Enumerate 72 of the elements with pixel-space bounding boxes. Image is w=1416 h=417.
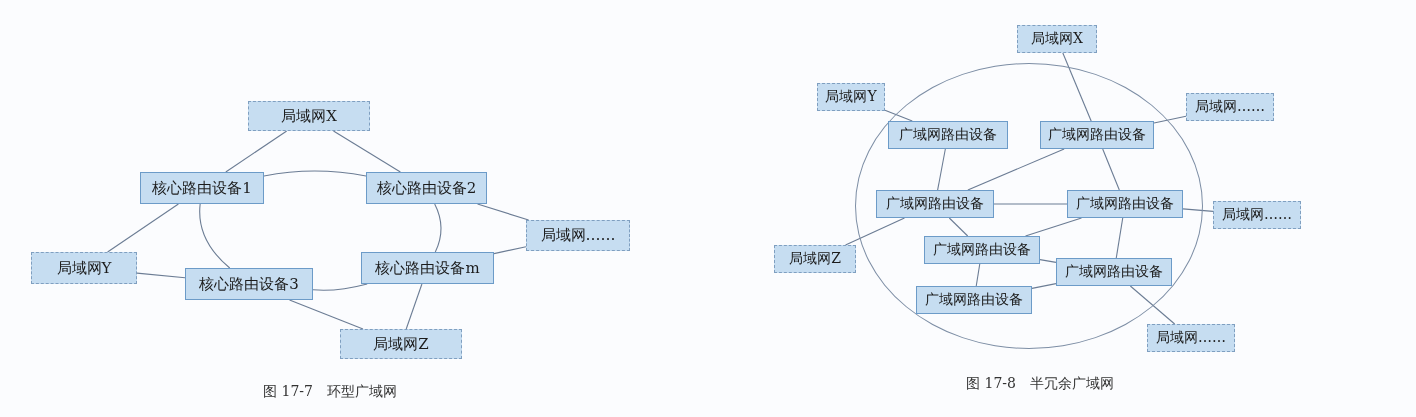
router-box — [1040, 121, 1154, 149]
node-label: 核心路由设备2 — [376, 179, 477, 197]
network-box — [774, 245, 856, 273]
node-label: 局域网…… — [1222, 207, 1292, 223]
node-label: 局域网…… — [540, 227, 616, 244]
connection-line — [493, 246, 527, 255]
connection-line — [405, 283, 423, 330]
node-label: 广域网路由设备 — [1076, 196, 1174, 212]
router-box — [888, 121, 1008, 149]
connection-line — [1024, 217, 1083, 237]
network-box — [817, 83, 885, 111]
connection-line — [199, 203, 231, 269]
connection-line — [312, 283, 368, 291]
connection-line — [1062, 52, 1092, 122]
connection-line — [1115, 217, 1124, 259]
connection-line — [948, 217, 969, 237]
router-box — [876, 190, 994, 218]
connection-line — [1153, 115, 1187, 124]
node-label: 核心路由设备m — [375, 259, 480, 277]
router-box — [185, 268, 313, 300]
connection-line — [937, 148, 946, 191]
network-box — [31, 252, 137, 284]
network-box — [1147, 324, 1235, 352]
node-label: 广域网路由设备 — [1048, 127, 1146, 143]
router-box — [924, 236, 1040, 264]
router-box — [1056, 258, 1172, 286]
router-box — [361, 252, 494, 284]
connection-line — [434, 203, 442, 253]
connection-line — [845, 217, 905, 246]
node-label: 局域网X — [281, 107, 337, 125]
connection-line — [263, 170, 367, 177]
connection-line — [967, 148, 1065, 191]
network-box — [248, 101, 370, 131]
connection-line — [107, 203, 179, 253]
node-label: 局域网Y — [825, 89, 877, 105]
connection-line — [225, 130, 288, 173]
node-label: 局域网Z — [789, 251, 841, 267]
node-label: 局域网…… — [1156, 330, 1226, 346]
connection-line — [136, 272, 186, 279]
node-label: 局域网X — [1031, 31, 1083, 47]
connection-line — [332, 130, 401, 173]
node-label: 广域网路由设备 — [886, 196, 984, 212]
network-box — [1017, 25, 1097, 53]
connection-line — [884, 109, 913, 122]
connection-line — [288, 299, 364, 330]
node-label: 广域网路由设备 — [1065, 264, 1163, 280]
router-box — [366, 172, 487, 204]
network-box — [1186, 93, 1274, 121]
router-box — [1067, 190, 1183, 218]
connection-line — [476, 203, 530, 221]
network-box — [1213, 201, 1301, 229]
connection-line — [975, 263, 981, 287]
node-label: 局域网…… — [1195, 99, 1265, 115]
node-label: 核心路由设备3 — [199, 275, 299, 293]
connection-line — [1039, 259, 1057, 263]
connection-line — [1129, 285, 1176, 325]
node-label: 广域网路由设备 — [925, 292, 1023, 308]
node-label: 广域网路由设备 — [899, 127, 997, 143]
node-label: 局域网Z — [373, 335, 429, 353]
connection-line — [1182, 208, 1214, 212]
node-label: 广域网路由设备 — [933, 242, 1031, 258]
node-label: 局域网Y — [56, 259, 112, 277]
connection-line — [993, 203, 1068, 205]
router-box — [140, 172, 264, 204]
connection-line — [1031, 283, 1057, 289]
figure-caption: 图 17-7 环型广域网 — [263, 383, 397, 401]
router-box — [916, 286, 1032, 314]
node-label: 核心路由设备1 — [152, 179, 252, 197]
network-box — [340, 329, 462, 359]
connection-line — [1102, 148, 1120, 191]
network-box — [526, 220, 630, 251]
figure-caption: 图 17-8 半冗余广域网 — [966, 375, 1114, 393]
